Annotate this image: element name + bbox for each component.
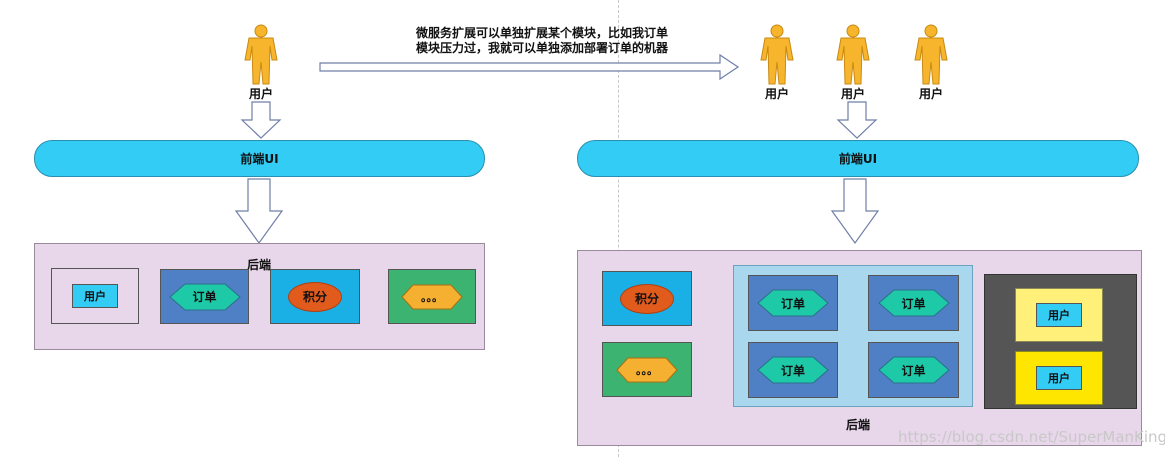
left-more-module: 。。。 bbox=[388, 269, 476, 324]
scaling-note-line-1: 微服务扩展可以单独扩展某个模块，比如我订单 bbox=[415, 26, 668, 40]
watermark: https://blog.csdn.net/SuperManKings bbox=[898, 428, 1165, 446]
user-instance-2: 用户 bbox=[1015, 351, 1103, 405]
right-more-label: 。。。 bbox=[636, 363, 658, 377]
order-instance-3-label: 订单 bbox=[780, 363, 805, 378]
right-backend-label: 后端 bbox=[845, 418, 870, 432]
right-user-label-3: 用户 bbox=[918, 87, 943, 101]
more-hexagon: 。。。 bbox=[401, 284, 463, 310]
order-instance-4-label: 订单 bbox=[901, 363, 926, 378]
order-instance-2: 订单 bbox=[868, 275, 959, 331]
right-frontend-ui-label: 前端UI bbox=[838, 152, 878, 166]
right-user-label-1: 用户 bbox=[764, 87, 789, 101]
user-instance-1: 用户 bbox=[1015, 288, 1103, 342]
user-instance-2-label: 用户 bbox=[1036, 366, 1082, 390]
order-diamond: 订单 bbox=[168, 283, 241, 311]
order-instance-1: 订单 bbox=[748, 275, 838, 331]
order-instance-4: 订单 bbox=[868, 342, 959, 398]
right-points-label: 积分 bbox=[620, 283, 674, 314]
order-diamond: 订单 bbox=[877, 356, 950, 384]
right-more-module: 。。。 bbox=[602, 342, 692, 397]
order-diamond: 订单 bbox=[877, 289, 950, 317]
person-icon bbox=[244, 24, 278, 85]
left-order-module: 订单 bbox=[160, 269, 249, 324]
down-arrow-icon bbox=[836, 101, 878, 139]
left-points-label: 积分 bbox=[288, 281, 342, 312]
down-arrow-icon bbox=[830, 178, 880, 245]
left-user-label: 用户 bbox=[248, 87, 273, 101]
scaling-note-line-2: 模块压力过，我就可以单独添加部署订单的机器 bbox=[415, 41, 668, 55]
left-user-module-label: 用户 bbox=[72, 284, 118, 308]
order-diamond: 订单 bbox=[757, 289, 829, 317]
right-frontend-ui: 前端UI bbox=[577, 140, 1139, 177]
scaling-note: 微服务扩展可以单独扩展某个模块，比如我订单 模块压力过，我就可以单独添加部署订单… bbox=[392, 26, 692, 56]
right-arrow-icon bbox=[319, 53, 740, 81]
left-points-module: 积分 bbox=[270, 269, 360, 324]
person-icon bbox=[836, 24, 870, 85]
left-more-label: 。。。 bbox=[421, 290, 443, 304]
center-divider bbox=[618, 0, 619, 457]
order-instance-3: 订单 bbox=[748, 342, 838, 398]
right-points-module: 积分 bbox=[602, 271, 692, 326]
order-instance-1-label: 订单 bbox=[780, 296, 805, 311]
left-order-label: 订单 bbox=[192, 290, 217, 304]
order-instance-2-label: 订单 bbox=[901, 296, 926, 311]
person-icon bbox=[760, 24, 794, 85]
order-diamond: 订单 bbox=[757, 356, 829, 384]
left-frontend-ui-label: 前端UI bbox=[240, 152, 279, 166]
left-backend-label: 后端 bbox=[246, 258, 271, 272]
right-user-label-2: 用户 bbox=[840, 87, 865, 101]
person-icon bbox=[914, 24, 948, 85]
left-user-module: 用户 bbox=[51, 268, 139, 324]
more-hexagon: 。。。 bbox=[616, 357, 678, 383]
down-arrow-icon bbox=[240, 101, 282, 139]
user-instance-1-label: 用户 bbox=[1036, 303, 1082, 327]
left-frontend-ui: 前端UI bbox=[34, 140, 485, 177]
down-arrow-icon bbox=[234, 178, 284, 245]
